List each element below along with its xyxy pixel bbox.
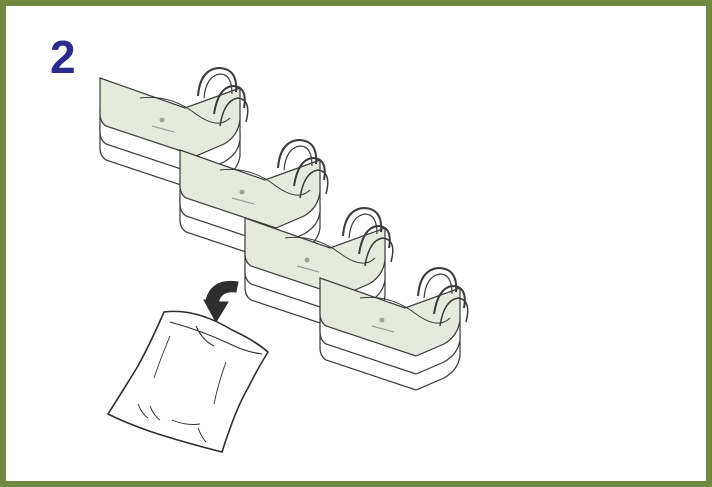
plastic-sack-icon — [108, 311, 268, 452]
bag-stack-icon — [320, 268, 468, 390]
curved-arrow-icon — [204, 281, 238, 322]
